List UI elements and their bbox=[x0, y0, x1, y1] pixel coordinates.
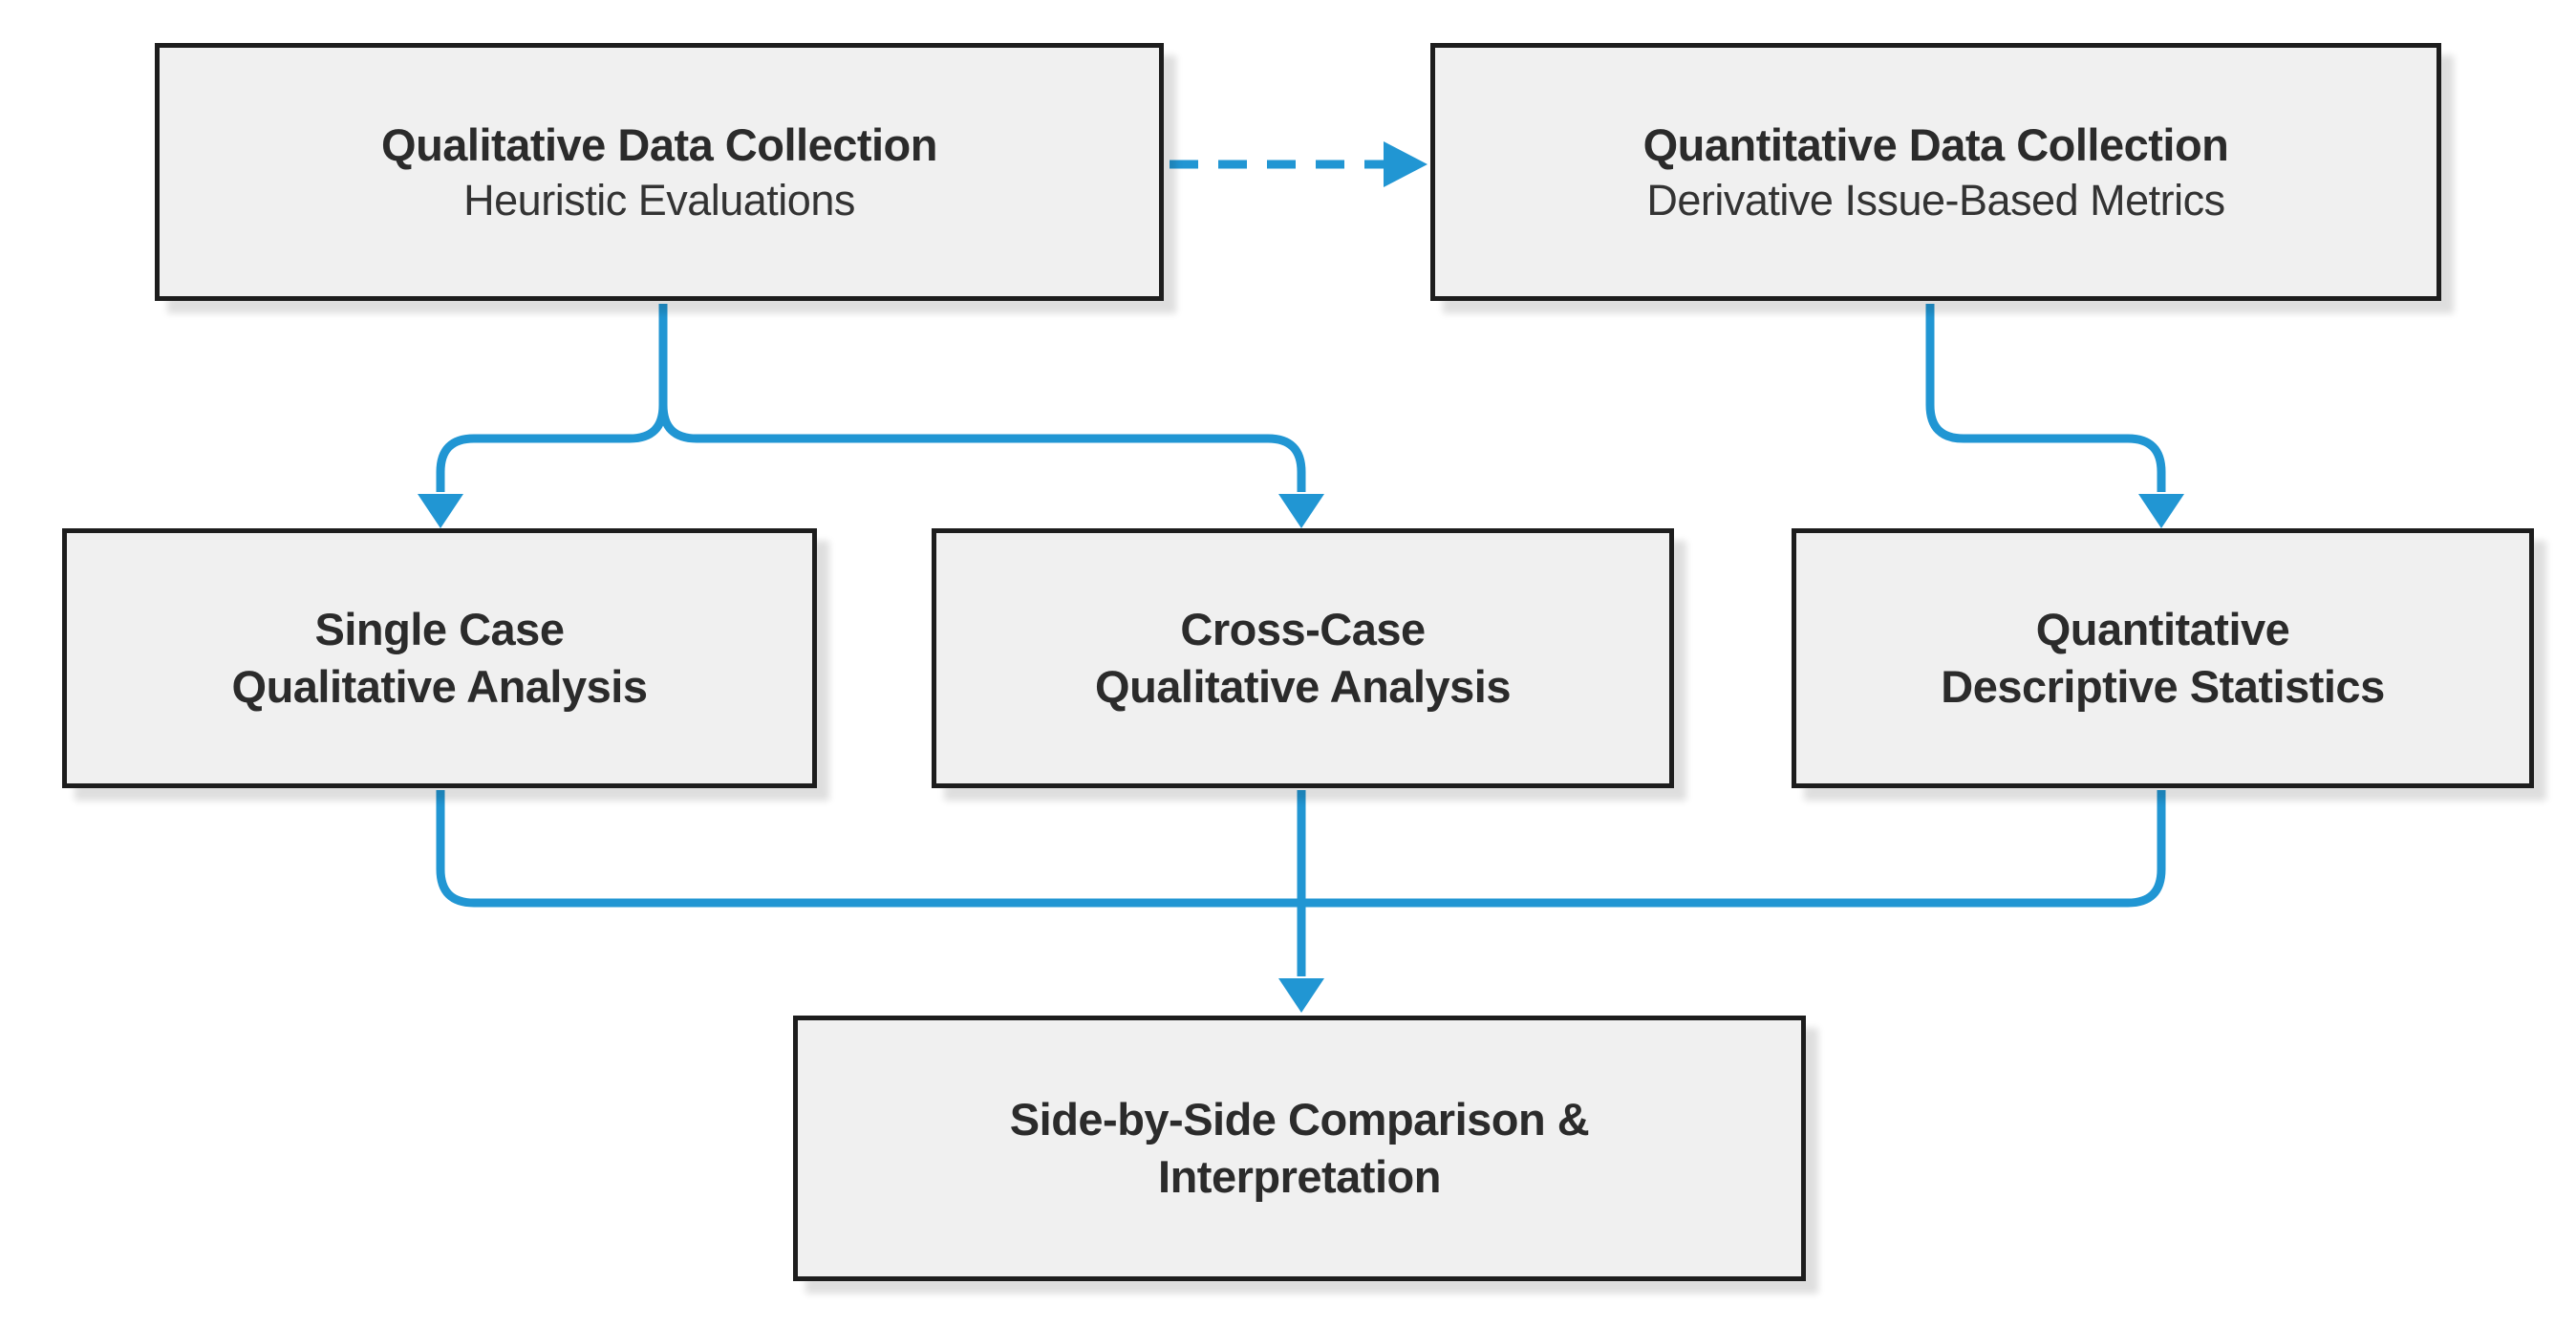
node-title: Quantitative Data Collection bbox=[1642, 118, 2229, 170]
node-subtitle: Derivative Issue-Based Metrics bbox=[1646, 176, 2225, 225]
node-title-line1: Side-by-Side Comparison & bbox=[1009, 1094, 1590, 1145]
node-side-by-side-comparison: Side-by-Side Comparison & Interpretation bbox=[793, 1016, 1806, 1281]
node-title-line1: Quantitative bbox=[2035, 604, 2290, 655]
node-title-line1: Cross-Case bbox=[1180, 604, 1426, 655]
node-single-case-qualitative-analysis: Single Case Qualitative Analysis bbox=[62, 528, 817, 788]
arrowhead-down-icon bbox=[418, 494, 463, 528]
edge-qual-to-cross bbox=[658, 404, 1306, 492]
node-title-line2: Interpretation bbox=[1158, 1151, 1441, 1202]
node-subtitle: Heuristic Evaluations bbox=[463, 176, 855, 225]
node-cross-case-qualitative-analysis: Cross-Case Qualitative Analysis bbox=[932, 528, 1674, 788]
node-title: Qualitative Data Collection bbox=[381, 118, 937, 170]
edge-stats-to-compare bbox=[1301, 790, 2166, 908]
node-quantitative-data-collection: Quantitative Data Collection Derivative … bbox=[1430, 43, 2441, 301]
arrowhead-down-icon bbox=[1278, 494, 1324, 528]
node-title-line1: Single Case bbox=[314, 604, 565, 655]
node-qualitative-data-collection: Qualitative Data Collection Heuristic Ev… bbox=[155, 43, 1164, 301]
node-quantitative-descriptive-statistics: Quantitative Descriptive Statistics bbox=[1792, 528, 2534, 788]
arrowhead-right-icon bbox=[1384, 141, 1428, 187]
edge-single-to-compare bbox=[436, 790, 1301, 908]
edge-qual-to-single bbox=[436, 304, 668, 492]
arrowhead-down-icon bbox=[2138, 494, 2184, 528]
node-title-line2: Descriptive Statistics bbox=[1941, 661, 2385, 712]
node-title-line2: Qualitative Analysis bbox=[1095, 661, 1511, 712]
edge-quant-to-stats bbox=[1925, 304, 2166, 492]
node-title-line2: Qualitative Analysis bbox=[231, 661, 648, 712]
arrowhead-down-icon bbox=[1278, 978, 1324, 1013]
